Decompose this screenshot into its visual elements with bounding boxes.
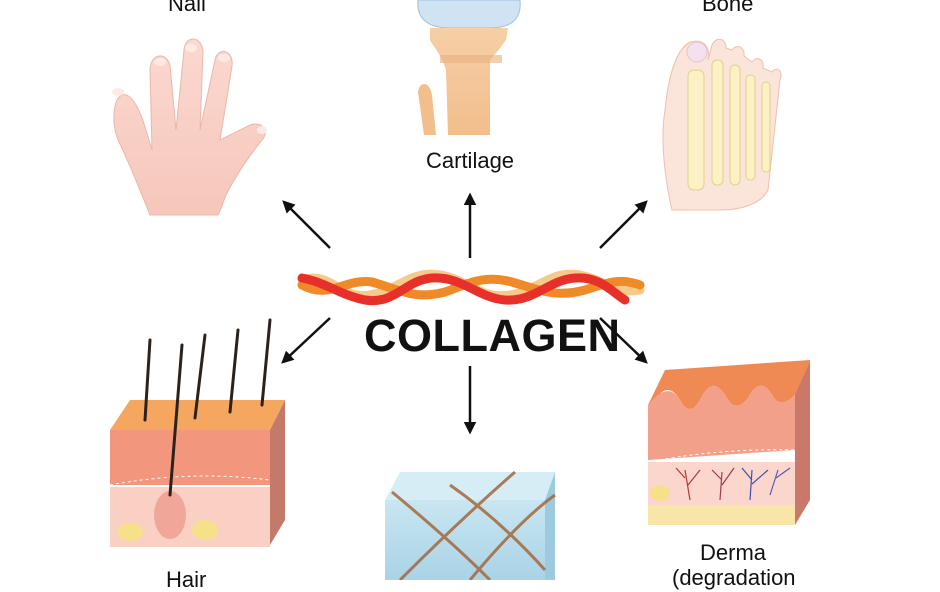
diagram-title: COLLAGEN bbox=[364, 310, 621, 361]
tissue-cube-fibers-icon bbox=[385, 470, 556, 580]
hand-icon bbox=[112, 38, 267, 216]
knee-joint-icon bbox=[417, 0, 521, 135]
arrows bbox=[281, 192, 648, 435]
collagen-triple-helix-icon bbox=[297, 269, 645, 306]
foot-skeleton-icon bbox=[662, 38, 782, 211]
arrow-to-bone bbox=[599, 200, 648, 249]
skin-with-hair-icon bbox=[109, 318, 285, 547]
node-label-derma: Derma bbox=[700, 540, 767, 565]
node-label-nail: Nail bbox=[168, 0, 206, 16]
skin-wrinkles-icon bbox=[647, 360, 810, 525]
node-label-bone: Bone bbox=[702, 0, 754, 16]
diagram-canvas bbox=[109, 0, 810, 580]
node-label-derma-line2: (degradation bbox=[672, 565, 796, 590]
arrow-to-hair bbox=[281, 317, 331, 364]
node-label-cartilage: Cartilage bbox=[426, 148, 515, 173]
arrow-to-derma bbox=[599, 317, 648, 364]
arrow-to-nail bbox=[282, 200, 331, 249]
